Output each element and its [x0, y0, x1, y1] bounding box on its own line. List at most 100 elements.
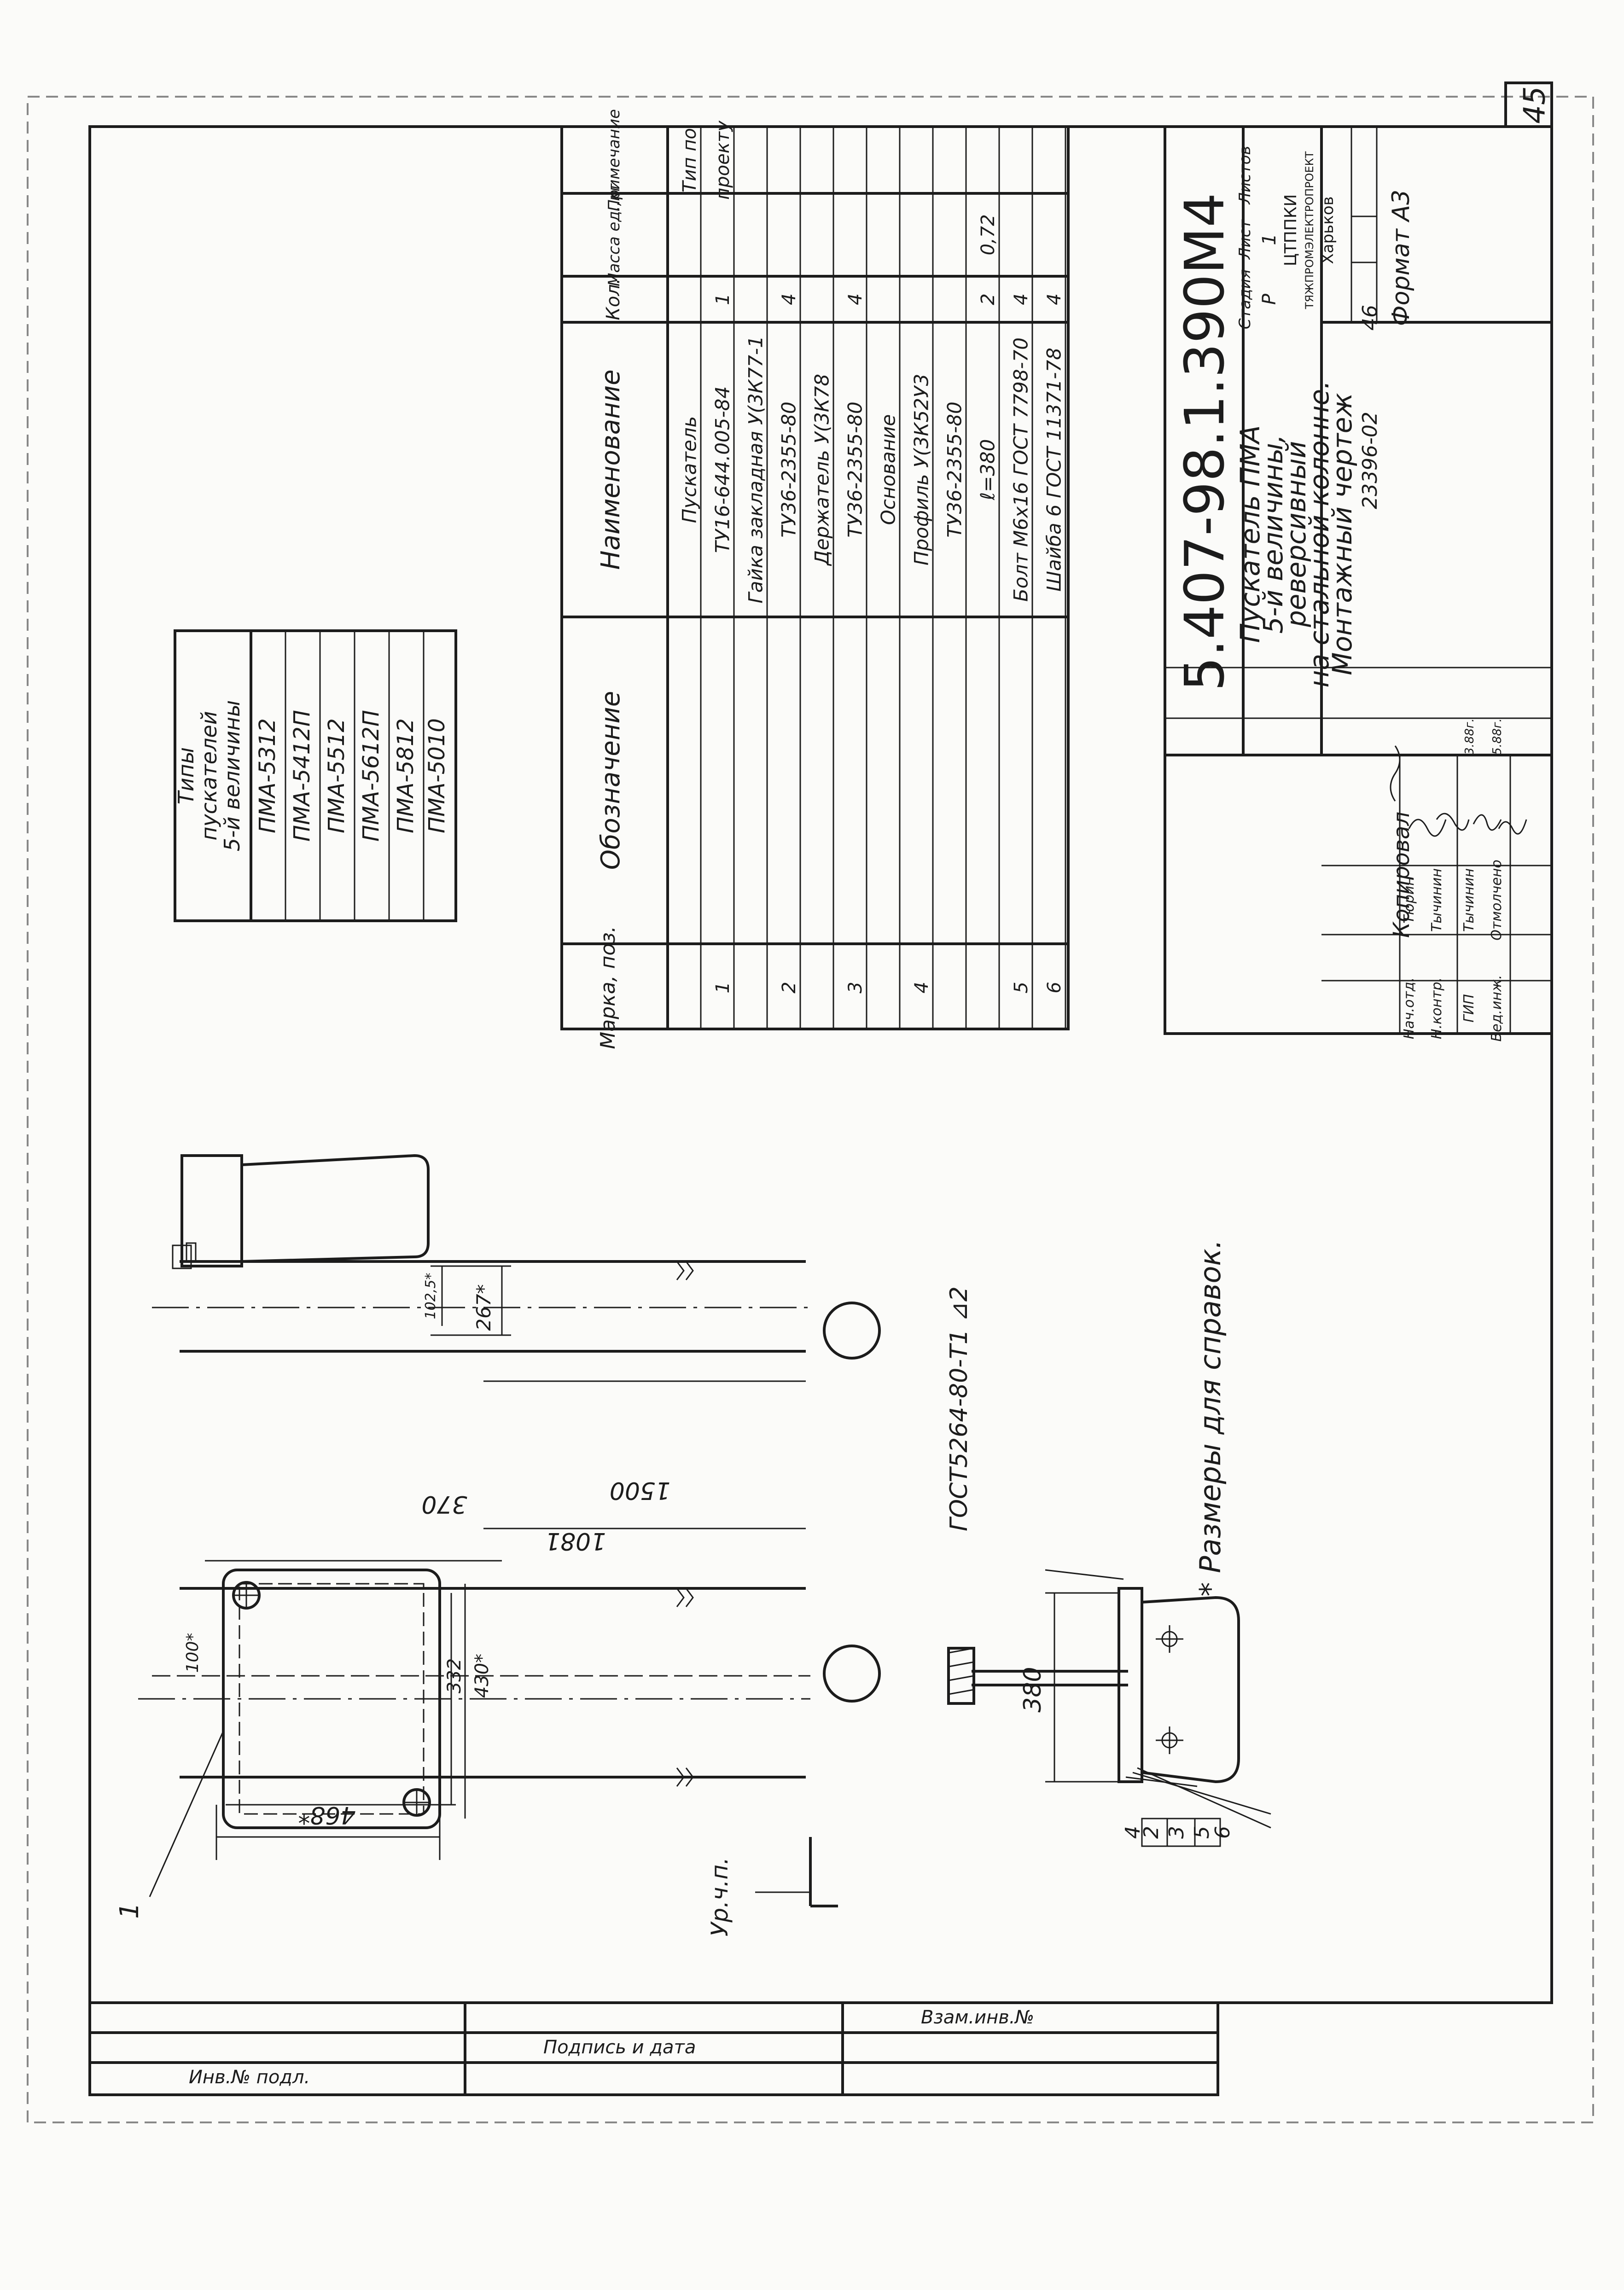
spec-cell-name: Болт М6х16 ГОСТ 7798-70: [1010, 337, 1032, 602]
dim-332: 332: [444, 1658, 465, 1693]
page-number: 45: [1518, 86, 1552, 123]
spec-cell-mark: 5: [1011, 982, 1032, 993]
side-view: 267* 102,5*: [152, 1154, 881, 1360]
leader-5-label: 5: [1190, 1826, 1214, 1839]
signer-name-3: Тычинин: [1461, 868, 1477, 932]
dim-1025: 102,5*: [423, 1273, 439, 1319]
spec-cell-qty: 4: [779, 293, 800, 305]
page-ref: 46: [1358, 305, 1382, 331]
copied-signature: [1390, 745, 1401, 802]
dim-100: 100*: [183, 1633, 202, 1673]
front-view: 370 1500 1081 100* 332 430* 468* 1 Ур.ч.…: [115, 1380, 881, 1936]
title-line-4: на стальной колонне.: [1304, 381, 1335, 688]
dim-468: 468*: [298, 1801, 355, 1829]
types-row-6: ПМА-5010: [424, 718, 450, 833]
spec-cell-qty: 2: [978, 293, 999, 305]
leader-4-label: 4: [1121, 1826, 1145, 1839]
dim-1500: 1500: [610, 1476, 670, 1504]
signer-name-4: Отмолчено: [1489, 860, 1505, 940]
dim-267: 267*: [472, 1284, 495, 1331]
signer-role-2: Н.контр.: [1429, 977, 1445, 1039]
org-line-2: ТЯЖПРОМЭЛЕКТРОПРОЕКТ: [1303, 151, 1316, 309]
spec-cell-mark: 2: [779, 982, 800, 993]
types-row-3: ПМА-5512: [324, 718, 349, 833]
weld-note: ГОСТ5264-80-Т1 ⊿2: [945, 1286, 973, 1531]
spec-cell-name: Держатель У(3К78: [811, 374, 833, 566]
spec-header-designation: Обозначение: [596, 691, 626, 870]
spec-cell-mark: 6: [1044, 982, 1065, 993]
level-mark: Ур.ч.п.: [706, 1857, 733, 1936]
types-row-4: ПМА-5612П: [358, 710, 384, 842]
section-detail: 380 ГОСТ5264-80-Т1 ⊿2 4 2 3 5 6: [945, 1286, 1271, 1847]
title-line-1: Пускатель ПМА: [1234, 425, 1266, 643]
side-stamp: Инв.№ подл. Подпись и дата Взам.инв.№: [88, 2001, 1219, 2096]
column-section-circle-2: [823, 1645, 881, 1703]
spec-cell-name: Основание: [877, 414, 900, 525]
spec-cell-note: проекту: [712, 120, 733, 200]
spec-cell-name: Шайба 6 ГОСТ 11371-78: [1043, 348, 1065, 592]
dim-380: 380: [1019, 1667, 1047, 1712]
signer-name-1: Тюрин: [1401, 877, 1417, 924]
leader-1-label: 1: [115, 1902, 145, 1919]
signature-4: [1498, 819, 1527, 835]
side-label-replace: Взам.инв.№: [921, 2007, 1034, 2028]
inventory-number: 23396-02: [1358, 412, 1382, 509]
starter-cover-side: [240, 1154, 430, 1263]
org-line-3: Харьков: [1319, 196, 1337, 264]
cut-line: [27, 96, 1594, 2123]
side-label-sign: Подпись и дата: [543, 2037, 696, 2058]
side-label-inv: Инв.№ подл.: [189, 2067, 310, 2088]
spec-cell-mass: 0,72: [978, 214, 999, 255]
leader-2-label: 2: [1140, 1826, 1163, 1839]
sheet-value: 1: [1259, 233, 1280, 245]
signer-role-3: ГИП: [1461, 994, 1477, 1023]
doc-code: 5.407-98.1.390М4: [1173, 193, 1236, 692]
signature-2: [1436, 813, 1470, 831]
spec-cell-qty: 1: [712, 293, 733, 305]
signer-date-4: 5.88г.: [1490, 718, 1504, 755]
types-row-1: ПМА-5312: [255, 718, 280, 833]
spec-cell-qty: 4: [845, 293, 866, 305]
types-title-1: Типы: [174, 747, 198, 804]
title-line-3: реверсивный: [1281, 441, 1312, 628]
signer-name-2: Тычинин: [1429, 868, 1445, 932]
dim-1081: 1081: [545, 1527, 606, 1555]
spec-cell-name: ℓ=380: [977, 439, 999, 501]
spec-cell-name: ТУ36-2355-80: [844, 401, 867, 537]
spec-table: [560, 125, 1070, 1030]
dim-370: 370: [421, 1490, 467, 1518]
leader-3-label: 3: [1165, 1826, 1188, 1839]
spec-header-note: Примечание: [605, 109, 623, 211]
spec-header-qty: Кол.: [603, 278, 624, 320]
spec-headers: Марка, поз. Обозначение Наименование Кол…: [596, 109, 626, 1049]
spec-header-mark: Марка, поз.: [596, 926, 620, 1049]
signer-date-3: 3.88г.: [1463, 718, 1477, 755]
types-title-2: пускателей: [197, 711, 221, 840]
leader-1-line: [149, 1731, 224, 1897]
starter-section: [1141, 1596, 1240, 1784]
org-line-1: ЦТППКИ: [1281, 194, 1300, 267]
spec-cell-mark: 1: [712, 982, 733, 993]
types-title-3: 5-й величины: [220, 700, 244, 852]
spec-cell-note: Тип по: [679, 128, 700, 192]
title-line-5: Монтажный чертеж: [1327, 393, 1358, 675]
stage-header: Стадия: [1236, 269, 1254, 329]
starter-front: [222, 1569, 441, 1829]
title-line-2: 5-й величины,: [1257, 435, 1289, 634]
column-section-circle: [823, 1302, 881, 1360]
spec-cell-qty: 4: [1011, 293, 1032, 305]
title-block: 5.407-98.1.390М4 Пускатель ПМА 5-й велич…: [1164, 125, 1553, 1042]
stage-value: Р: [1259, 293, 1280, 305]
spec-cell-name: ТУ16-644.005-84: [711, 386, 734, 553]
spec-cell-name: Гайка закладная У(3К77-1: [745, 336, 767, 604]
spec-header-name: Наименование: [596, 369, 626, 570]
signer-role-1: Нач.отд.: [1401, 977, 1417, 1039]
signature-1: [1408, 819, 1447, 837]
spec-cell-mark: 3: [845, 982, 866, 993]
spec-cell-name: Профиль У(3К52У3: [910, 374, 933, 565]
format-label: Формат А3: [1387, 190, 1415, 326]
sheet-header: Лист: [1236, 219, 1254, 260]
